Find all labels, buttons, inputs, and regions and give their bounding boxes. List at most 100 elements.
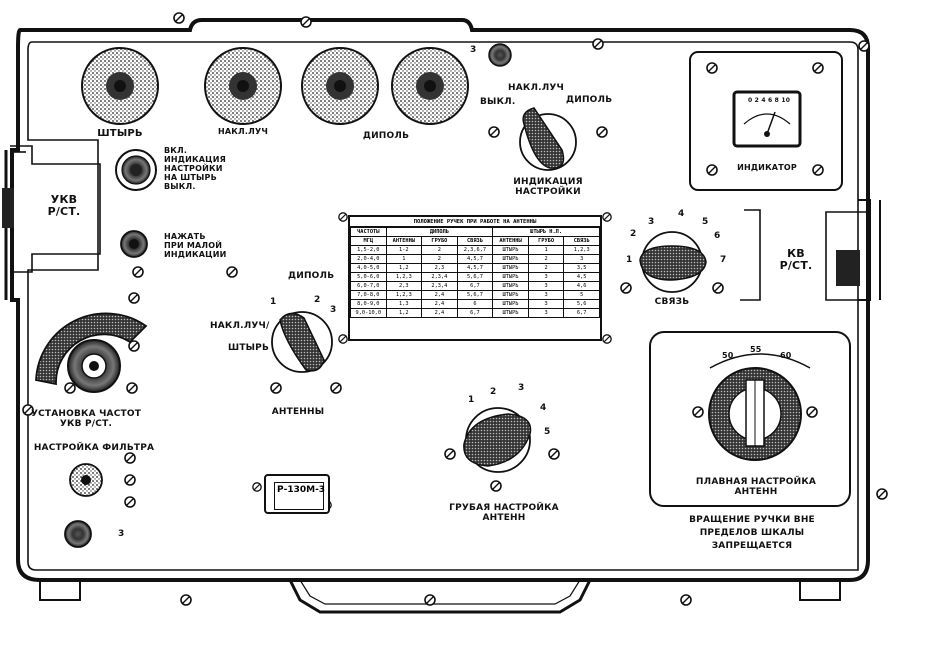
ukv-channel [10, 145, 101, 273]
fine-tuning-knob[interactable] [708, 353, 811, 461]
antenna-selector-knob[interactable] [271, 311, 333, 373]
table-cell: 5,6,7 [456, 272, 494, 282]
table-cell: 4,0-5,0 [350, 263, 387, 273]
table-cell: ШТЫРЬ [492, 290, 529, 300]
fine-dial-55: 55 [750, 345, 762, 354]
label-indication-caption: ИНДИКАЦИЯ НАСТРОЙКИ [513, 177, 583, 197]
table-cell: 1,5-2,0 [350, 245, 387, 255]
antenna-settings-table: ПОЛОЖЕНИЕ РУЧЕК ПРИ РАБОТЕ НА АНТЕННЫ ЧА… [348, 215, 602, 341]
label-fine-tuning: ПЛАВНАЯ НАСТРОЙКА АНТЕНН [695, 477, 817, 497]
table-cell: 6,7 [563, 308, 600, 318]
table-cell: 6,0-7,0 [350, 281, 387, 291]
frequency-setting-knob[interactable] [35, 312, 148, 393]
label-antenna-dipol: ДИПОЛЬ [288, 271, 335, 281]
label-svyaz: СВЯЗЬ [654, 297, 690, 307]
screw [226, 266, 238, 278]
indication-toggle-switch[interactable] [115, 149, 157, 191]
svyaz-pos-2: 2 [630, 229, 637, 239]
table-cell: 2,3 [421, 263, 458, 273]
table-cell: 1,2 [385, 308, 423, 318]
screw [602, 334, 612, 344]
coarse-pos-2: 2 [490, 387, 497, 397]
screw [592, 38, 604, 50]
ukv-connector[interactable] [2, 188, 14, 228]
screw [596, 126, 608, 138]
table-cell: ШТЫРЬ [492, 299, 529, 309]
model-label: Р-130М-3 [277, 485, 326, 495]
screw [124, 496, 136, 508]
low-indication-push-button[interactable] [120, 230, 148, 258]
table-cell: 2 [421, 245, 458, 255]
screw [252, 482, 262, 492]
screw [858, 40, 870, 52]
table-cell: 4,5,7 [456, 263, 494, 273]
svyaz-pos-7: 7 [720, 255, 727, 265]
table-cell: 4,5 [563, 272, 600, 282]
label-3-bottom: 3 [118, 529, 125, 539]
table-cell: 2,3,4 [421, 281, 458, 291]
column-header: СВЯЗЬ [563, 236, 600, 246]
lamp-bottom [64, 520, 92, 548]
table-cell: 1 [527, 245, 565, 255]
screw [270, 382, 282, 394]
table-cell: 7,0-8,0 [350, 290, 387, 300]
table-cell: 4,5,7 [456, 254, 494, 264]
table-cell: ШТЫРЬ [492, 245, 529, 255]
antenna-jack-nakl-luch[interactable] [204, 47, 282, 125]
table-cell: 6,7 [456, 281, 494, 291]
label-warning: ВРАЩЕНИЕ РУЧКИ ВНЕ ПРЕДЕЛОВ ШКАЛЫ ЗАПРЕЩ… [689, 515, 815, 551]
screw [124, 474, 136, 486]
screw [706, 164, 718, 176]
screw [330, 382, 342, 394]
filter-setting-knob[interactable] [69, 463, 103, 497]
screw [548, 448, 560, 460]
label-ukv: УКВ Р/СТ. [47, 193, 81, 219]
coarse-pos-1: 1 [468, 395, 475, 405]
screw [876, 488, 888, 500]
column-header: АНТЕННЫ [492, 236, 529, 246]
table-cell: 3 [527, 308, 565, 318]
kv-connector[interactable] [836, 250, 860, 286]
label-switch-dipol: ДИПОЛЬ [566, 95, 613, 105]
screw [680, 594, 692, 606]
table-cell: 3 [527, 299, 565, 309]
table-cell: 2 [421, 254, 458, 264]
screw [424, 594, 436, 606]
table-cell: 4,6 [563, 281, 600, 291]
indication-switch-knob[interactable] [519, 107, 577, 171]
fine-dial-60: 60 [780, 351, 792, 360]
screw [173, 12, 185, 24]
screw [128, 340, 140, 352]
column-header: СВЯЗЬ [456, 236, 494, 246]
screw [180, 594, 192, 606]
antenna-jack-dipol-1[interactable] [301, 47, 379, 125]
table-cell: ШТЫРЬ [492, 281, 529, 291]
column-header: МГЦ [350, 236, 387, 246]
antenna-jack-dipol-2[interactable] [391, 47, 469, 125]
fine-dial-50: 50 [722, 351, 734, 360]
coarse-tuning-knob[interactable] [463, 407, 532, 473]
screw [338, 212, 348, 222]
screw [806, 406, 818, 418]
screw [812, 62, 824, 74]
table-cell: 1,2,3 [385, 290, 423, 300]
screw [812, 164, 824, 176]
table-cell: 6 [456, 299, 494, 309]
table-cell: 2,4 [421, 299, 458, 309]
svyaz-switch-knob[interactable] [639, 231, 707, 293]
table-cell: 9,0-10,0 [350, 308, 387, 318]
table-cell: 5 [563, 290, 600, 300]
antenna-jack-shtyr[interactable] [81, 47, 159, 125]
table-cell: 2,4 [421, 308, 458, 318]
label-dipol: ДИПОЛЬ [362, 131, 410, 141]
screw [692, 406, 704, 418]
column-header: ГРУБО [527, 236, 565, 246]
screw [64, 382, 76, 394]
table-cell: 3 [527, 281, 565, 291]
table-cell: 3 [527, 272, 565, 282]
